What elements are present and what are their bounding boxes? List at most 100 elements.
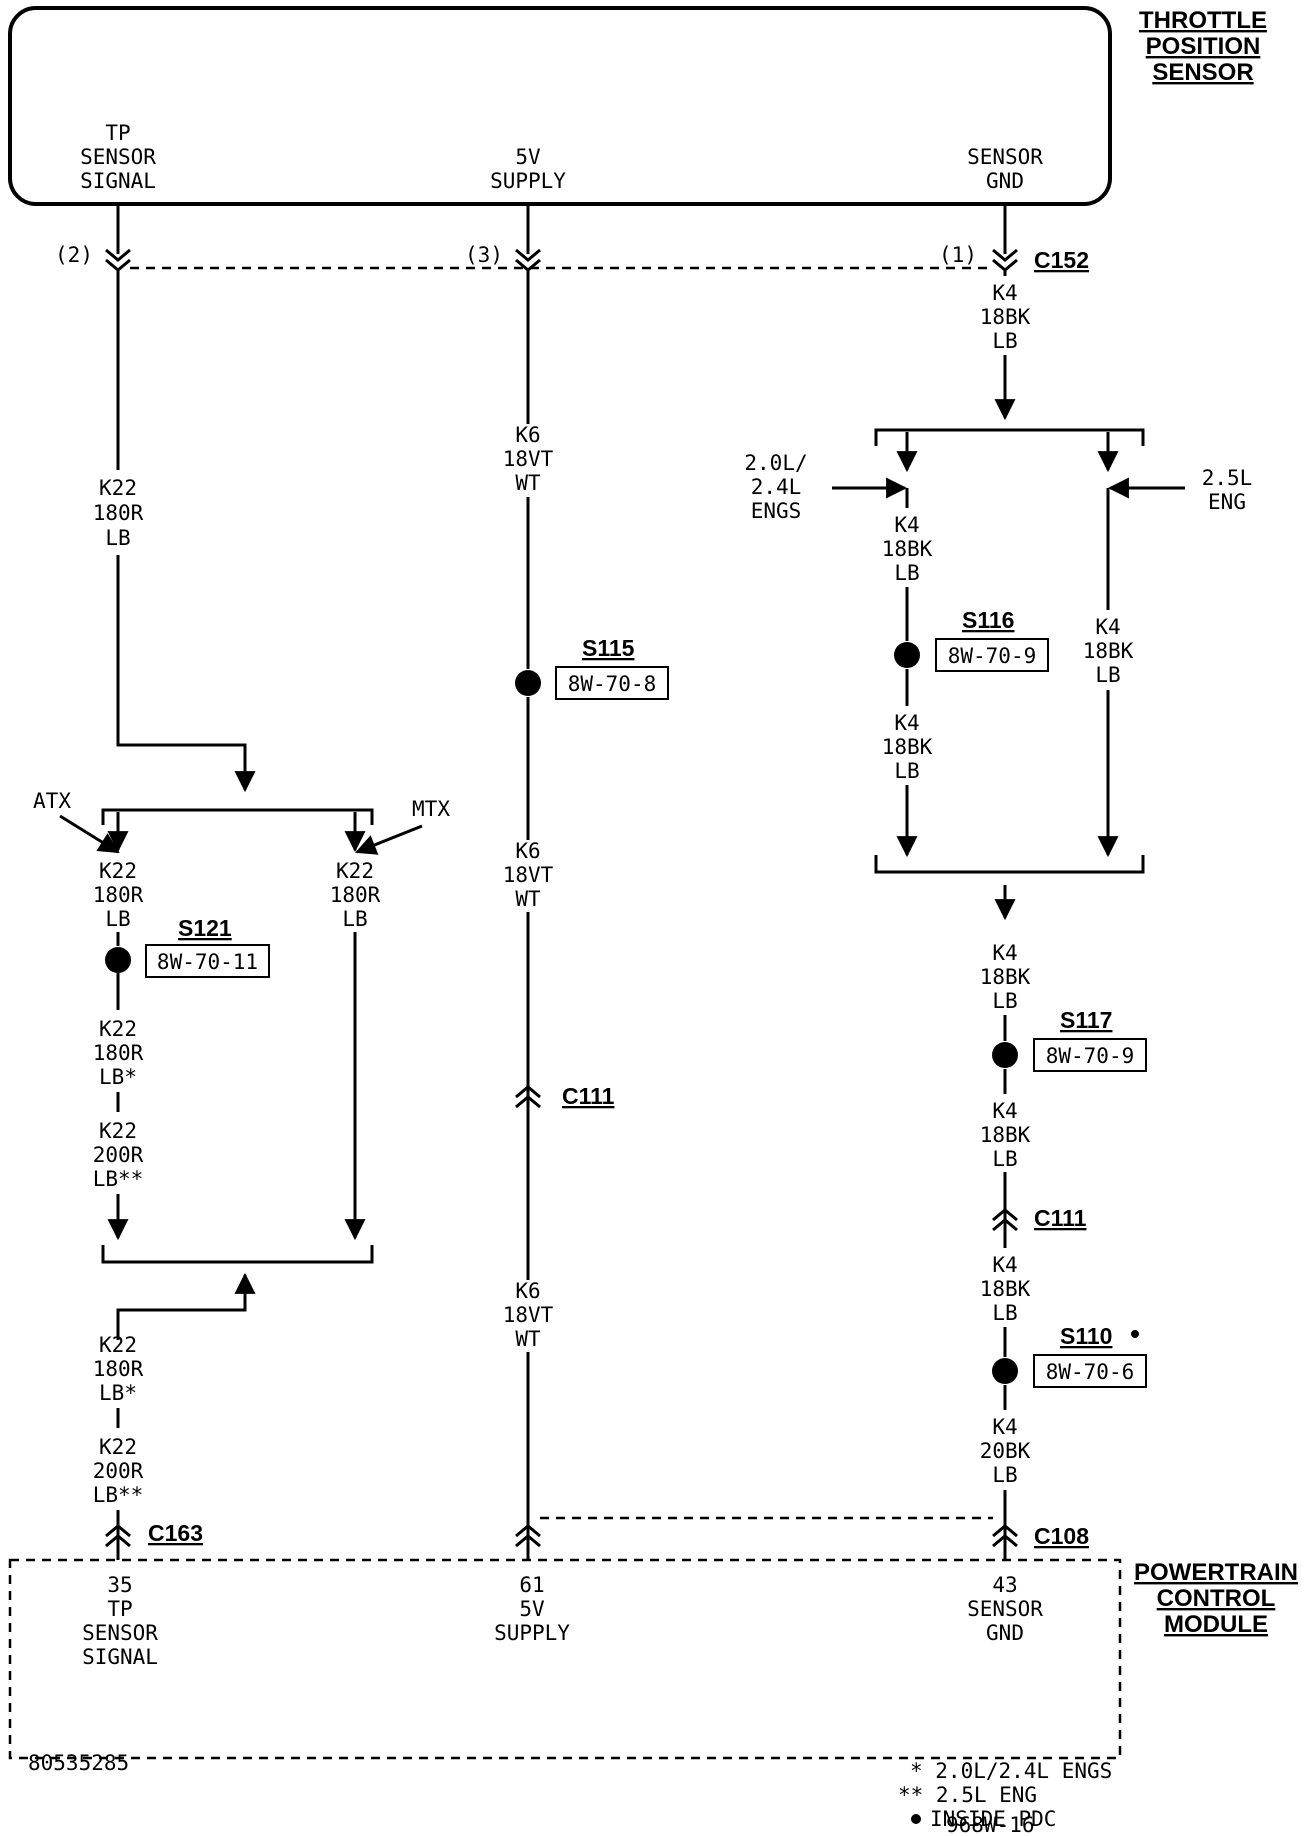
footnote-single-star: * 2.0L/2.4L ENGS: [910, 1759, 1112, 1783]
engine-option-bracket-top: [874, 428, 1145, 446]
figure-number: 968W-16: [946, 1813, 1035, 1836]
k4-s117-low-l1: K4: [992, 1099, 1017, 1123]
pcm-pin-signal-l1: 35: [107, 1573, 132, 1597]
splice-s117-ref: 8W-70-9: [1046, 1044, 1135, 1068]
tps-title-line2: POSITION: [1146, 33, 1261, 60]
tps-pin-supply-l2: SUPPLY: [490, 169, 566, 193]
k6-top-l2: 18VT: [503, 447, 554, 471]
k22-mtx-l2: 180R: [330, 883, 381, 907]
k4-c111-low-l2: 18BK: [980, 1277, 1031, 1301]
k22-s121-low-l1: K22: [99, 1017, 137, 1041]
eng-left-l2: 2.4L: [751, 475, 802, 499]
k4-left-a-l1: K4: [894, 513, 919, 537]
c163-connector-symbol: [105, 1524, 131, 1548]
k22-s121-low2-l2: 200R: [93, 1143, 144, 1167]
k4-right-l1: K4: [1095, 615, 1120, 639]
c111-connector-symbol-k4: [992, 1208, 1018, 1232]
pcm-pin-supply-l3: SUPPLY: [494, 1621, 570, 1645]
k4-c111-low-l1: K4: [992, 1253, 1017, 1277]
pcm-pin-supply-l2: 5V: [519, 1597, 545, 1621]
splice-s115-ref-box: [555, 666, 669, 700]
k22-atx-l3: LB: [105, 907, 130, 931]
k4-bottom-l3: LB: [992, 1463, 1017, 1487]
footnote-inside-pdc: INSIDE PDC: [930, 1807, 1056, 1831]
k22-bottom1-l3: LB*: [99, 1381, 137, 1405]
splice-s121: [105, 947, 131, 973]
splice-s116-ref: 8W-70-9: [948, 644, 1037, 668]
option-atx-label: ATX: [33, 789, 71, 813]
pcm-pin-signal-l3: SENSOR: [82, 1621, 158, 1645]
pcm-title-line2: CONTROL: [1157, 1585, 1276, 1612]
splice-s115: [515, 670, 541, 696]
tps-pin-gnd-l2: GND: [986, 169, 1024, 193]
k4-left-a-l2: 18BK: [882, 537, 933, 561]
eng-left-l1: 2.0L/: [744, 451, 807, 475]
k4-left-b-l2: 18BK: [882, 735, 933, 759]
splice-s117: [992, 1042, 1018, 1068]
splice-s121-ref-box: [145, 944, 270, 978]
k4-right-l2: 18BK: [1083, 639, 1134, 663]
pcm-pin-signal-l2: TP: [107, 1597, 132, 1621]
pcm-pin-supply-l1: 61: [519, 1573, 544, 1597]
engine-option-bracket-bottom: [874, 855, 1145, 874]
k4-top-l2: 18BK: [980, 305, 1031, 329]
splice-s121-ref: 8W-70-11: [157, 950, 258, 974]
footnote-double-star: ** 2.5L ENG: [898, 1783, 1037, 1807]
throttle-position-sensor-box: [8, 6, 1112, 206]
pcm-title-line3: MODULE: [1164, 1611, 1268, 1638]
splice-s110-ref-box: [1033, 1354, 1147, 1388]
c111-label-k4: C111: [1034, 1205, 1087, 1231]
c152-cavity-2: (2): [55, 243, 93, 267]
k4-left-a-l3: LB: [894, 561, 919, 585]
k4-mid-l3: LB: [992, 989, 1017, 1013]
k22-top-l2: 180R: [93, 501, 144, 525]
k6-top-l3: WT: [515, 471, 541, 495]
tps-pin-signal-l1: TP: [105, 121, 130, 145]
tps-pin-signal-l3: SIGNAL: [80, 169, 156, 193]
tps-pin-signal-l2: SENSOR: [80, 145, 156, 169]
pcm-pin-signal-l4: SIGNAL: [82, 1645, 158, 1669]
k22-top-l1: K22: [99, 476, 137, 500]
k22-bottom2-l1: K22: [99, 1435, 137, 1459]
atx-mtx-option-bracket: [101, 808, 374, 825]
k4-mid-l1: K4: [992, 941, 1017, 965]
k22-s121-low2-l1: K22: [99, 1119, 137, 1143]
k22-top-l3: LB: [105, 526, 130, 550]
k22-atx-l1: K22: [99, 859, 137, 883]
splice-s115-ref: 8W-70-8: [568, 672, 657, 696]
k6-top-l1: K6: [515, 423, 540, 447]
k4-s117-low-l2: 18BK: [980, 1123, 1031, 1147]
c152-label: C152: [1034, 247, 1089, 273]
tps-title-line3: SENSOR: [1152, 59, 1253, 86]
k22-mtx-l1: K22: [336, 859, 374, 883]
k6-low-l2: 18VT: [503, 1303, 554, 1327]
k6-low-l1: K6: [515, 1279, 540, 1303]
k22-mtx-l3: LB: [342, 907, 367, 931]
tps-title-line1: THROTTLE: [1139, 7, 1267, 34]
k4-left-b-l1: K4: [894, 711, 919, 735]
splice-s121-name: S121: [178, 915, 232, 941]
k6-mid-l2: 18VT: [503, 863, 554, 887]
k4-top-l3: LB: [992, 329, 1017, 353]
k6-low-l3: WT: [515, 1327, 541, 1351]
k22-bottom1-l1: K22: [99, 1333, 137, 1357]
inside-pdc-dot: [1131, 1330, 1139, 1338]
eng-left-l3: ENGS: [751, 499, 802, 523]
pcm-pin-gnd-l1: 43: [992, 1573, 1017, 1597]
splice-s115-name: S115: [582, 635, 635, 661]
eng-right-l1: 2.5L: [1202, 466, 1253, 490]
c111-connector-symbol-k6: [515, 1085, 541, 1109]
k4-top-l1: K4: [992, 281, 1017, 305]
tps-pin-supply-l1: 5V: [515, 145, 541, 169]
k22-s121-low2-l3: LB**: [93, 1167, 144, 1191]
splice-s117-name: S117: [1060, 1007, 1112, 1033]
pcm-pin-gnd-l3: GND: [986, 1621, 1024, 1645]
part-number: 80535285: [28, 1751, 129, 1775]
c108-connector-symbol-k4: [992, 1524, 1018, 1548]
c163-label: C163: [148, 1520, 203, 1546]
footnote-dot-icon: [911, 1814, 921, 1824]
atx-mtx-merge-bracket: [101, 1245, 374, 1264]
k22-s121-low-l2: 180R: [93, 1041, 144, 1065]
c108-connector-symbol-k6: [515, 1524, 541, 1548]
